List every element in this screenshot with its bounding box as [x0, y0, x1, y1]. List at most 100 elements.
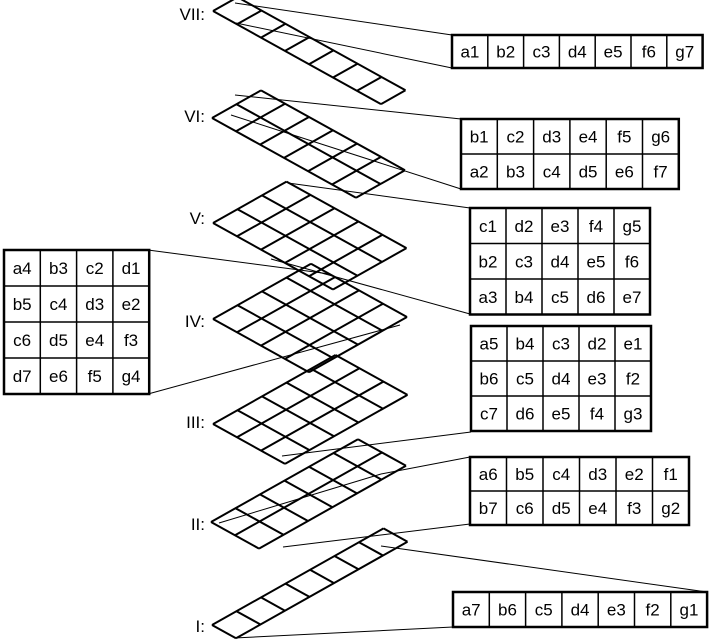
connector-line: [380, 545, 708, 593]
grid-line: [236, 194, 311, 238]
table-cell: c3: [552, 335, 570, 354]
table-cell: b4: [516, 335, 535, 354]
table-cell: g4: [122, 367, 141, 386]
table-cell: a4: [13, 259, 32, 278]
table-cell: f1: [664, 465, 678, 484]
grid-line: [358, 541, 384, 557]
grid-line: [283, 129, 334, 159]
grid-line: [212, 222, 334, 291]
grid-line: [237, 409, 310, 451]
table-cell: d5: [579, 163, 598, 182]
layer-2-rhombus-grid: [210, 438, 407, 550]
table-cell: c2: [506, 128, 524, 147]
layer-4-label: IV:: [185, 312, 205, 331]
table-cell: f2: [626, 370, 640, 389]
connector-line: [281, 431, 472, 457]
grid-line: [310, 367, 384, 410]
grid-line: [331, 156, 382, 186]
grid-line: [284, 220, 359, 264]
connector-line: [218, 473, 382, 524]
grid-line: [284, 36, 310, 52]
table-cell: e5: [552, 405, 571, 424]
layer-6-label: VI:: [184, 107, 205, 126]
table-cell: g3: [624, 405, 643, 424]
connector-line: [230, 114, 462, 190]
table-cell: d5: [49, 331, 68, 350]
grid-line: [286, 180, 407, 249]
table-cell: f3: [124, 331, 138, 350]
grid-line: [212, 10, 382, 105]
table-cell: c1: [479, 217, 497, 236]
table-cell: f7: [654, 163, 668, 182]
table-cell: f5: [88, 367, 102, 386]
grid-line: [212, 354, 336, 425]
connector-line: [380, 456, 471, 475]
table-cell: e3: [588, 370, 607, 389]
table-cell: g7: [675, 43, 694, 62]
grid-line: [261, 395, 335, 438]
connector-line: [233, 626, 454, 639]
table-cell: a3: [479, 288, 498, 307]
table-cell: e5: [587, 252, 606, 271]
table-cell: d5: [552, 499, 571, 518]
table-cell: d2: [515, 217, 534, 236]
table-cell: c5: [516, 370, 534, 389]
table-cell: f6: [625, 252, 639, 271]
grid-line: [237, 208, 358, 277]
grid-line: [284, 394, 408, 465]
table-cell: d3: [588, 465, 607, 484]
table-cell: f3: [627, 499, 641, 518]
table-cell: a2: [470, 163, 489, 182]
grid-line: [260, 596, 286, 612]
layer-2-label: II:: [191, 515, 205, 534]
grid-line: [308, 316, 408, 374]
table-cell: c7: [480, 405, 498, 424]
grid-line: [335, 354, 408, 396]
grid-line: [235, 540, 408, 640]
table-cell: d6: [516, 405, 535, 424]
table-cell: f4: [590, 405, 604, 424]
table-cell: d1: [122, 259, 141, 278]
connector-line: [270, 258, 471, 315]
table-cell: b2: [479, 252, 498, 271]
table-cell: b6: [480, 370, 499, 389]
table-cell: d6: [587, 288, 606, 307]
table-cell: b7: [479, 499, 498, 518]
grid-line: [236, 610, 261, 626]
layer-7-label: VII:: [179, 5, 205, 24]
table-cell: d3: [542, 128, 561, 147]
table-cell: e3: [607, 601, 626, 620]
connector-line: [282, 523, 471, 548]
table-cell: d7: [13, 367, 32, 386]
table-cell: c5: [535, 601, 553, 620]
grid-line: [356, 76, 382, 92]
table-cell: d4: [552, 370, 571, 389]
grid-line: [236, 276, 336, 334]
layer-1-label: I:: [196, 617, 205, 636]
connector-line: [147, 249, 331, 275]
table-border: [450, 33, 704, 70]
table-cell: a5: [480, 335, 499, 354]
grid-line: [210, 438, 359, 523]
table-border: [469, 324, 653, 433]
connector-line: [235, 22, 453, 69]
table-cell: e6: [615, 163, 634, 182]
grid-line: [234, 451, 383, 537]
grid-line: [240, 0, 406, 92]
table-cell: d4: [568, 43, 587, 62]
rhombus-grids: [210, 0, 408, 640]
table-cell: c4: [543, 163, 561, 182]
grid-line: [259, 116, 310, 146]
table-cell: e6: [49, 367, 68, 386]
table-border: [451, 590, 709, 629]
grid-line: [211, 624, 237, 640]
connector-line: [287, 182, 471, 209]
table-cell: a1: [460, 43, 479, 62]
table-cell: e2: [625, 465, 644, 484]
table-cell: c6: [516, 499, 534, 518]
